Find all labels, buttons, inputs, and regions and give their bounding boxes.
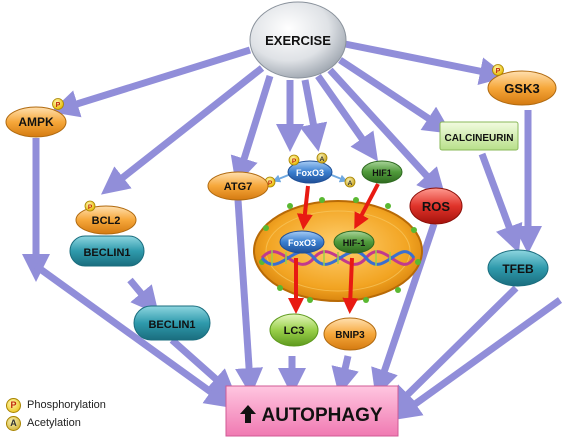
svg-text:P: P: [88, 204, 93, 211]
calcineurin-label: CALCINEURIN: [445, 133, 514, 144]
hif1-nuclear-node: HIF-1: [333, 230, 375, 254]
beclin1-label: BECLIN1: [83, 247, 130, 259]
phosphorylation-icon: P: [492, 64, 504, 76]
arrow-exercise-bcl2: [100, 65, 265, 195]
dna-helix: [260, 250, 416, 266]
svg-text:P: P: [268, 180, 273, 187]
svg-text:A: A: [348, 180, 353, 187]
legend-label-phosphorylation: Phosphorylation: [27, 399, 106, 411]
bnip3-node: BNIP3: [323, 317, 377, 351]
arrow-exercise-ros: [327, 67, 446, 197]
phosphorylation-icon: P: [52, 98, 64, 110]
gsk3-label: GSK3: [504, 81, 539, 96]
arrow-bnip3-autophagy: [331, 355, 359, 396]
phosphorylation-icon: P: [288, 154, 300, 166]
acetylation-icon: A: [316, 152, 328, 164]
arrow-ampk-autophagy-2: [33, 263, 234, 409]
beclin1-free-label: BECLIN1: [148, 319, 195, 331]
svg-text:P: P: [292, 158, 297, 165]
autophagy-node: AUTOPHAGY: [225, 385, 399, 437]
exercise-label: EXERCISE: [265, 33, 331, 48]
bnip3-label: BNIP3: [335, 330, 365, 341]
hif1-cytoplasm-node: HIF1: [361, 160, 403, 184]
atg7-node: ATG7: [207, 171, 269, 201]
arrow-exercise-hif1: [315, 73, 379, 162]
acetylation-icon: A: [6, 415, 21, 431]
lc3-label: LC3: [284, 325, 305, 337]
phosphorylation-icon: P: [84, 200, 96, 212]
hif1-label: HIF1: [372, 168, 392, 178]
arrow-beclin1-autophagy: [169, 337, 237, 398]
pathway-arrows: [22, 40, 563, 421]
arrow-right-autophagy: [392, 297, 563, 421]
svg-text:P: P: [496, 68, 501, 75]
nucleus: [253, 197, 423, 303]
tfeb-label: TFEB: [502, 262, 534, 276]
arrow-exercise-atg7: [230, 74, 274, 186]
foxo3-nuclear-node: FoxO3: [279, 230, 325, 254]
bcl2-label: BCL2: [92, 215, 121, 227]
exercise-node: EXERCISE: [249, 1, 347, 79]
legend: P Phosphorylation A Acetylation: [6, 396, 106, 432]
arrow-atg7-autophagy: [234, 199, 264, 396]
svg-text:A: A: [320, 156, 325, 163]
nuclear-pores: [259, 197, 421, 303]
up-arrow-icon: [240, 405, 256, 423]
gsk3-node: GSK3: [487, 70, 557, 106]
legend-item-phosphorylation: P Phosphorylation: [6, 396, 106, 414]
arrow-hif1-bnip3: [342, 257, 359, 314]
ros-node: ROS: [409, 187, 463, 225]
legend-label-acetylation: Acetylation: [27, 417, 81, 429]
autophagy-label: AUTOPHAGY: [261, 405, 382, 426]
arrow-tfeb-autophagy: [388, 285, 519, 414]
arrow-exercise-foxo3b: [299, 79, 328, 152]
hif1-nuclear-label: HIF-1: [343, 238, 366, 248]
atg7-label: ATG7: [224, 181, 253, 193]
bcl2-node: BCL2: [75, 205, 137, 235]
arrow-foxo3-nucleus: [296, 185, 313, 230]
arrow-beclin1-beclin1: [127, 277, 159, 315]
tfeb-node: TFEB: [487, 249, 549, 287]
ampk-node: AMPK: [5, 106, 67, 138]
arrow-hif1-nucleus: [354, 183, 380, 230]
arrow-exercise-gsk3: [344, 40, 508, 85]
phosphorylation-icon: P: [6, 397, 21, 413]
arrow-exercise-ampk: [50, 46, 252, 118]
ampk-label: AMPK: [18, 115, 54, 129]
arrow-ros-autophagy: [371, 222, 438, 398]
calcineurin-node: CALCINEURIN: [439, 121, 519, 151]
legend-item-acetylation: A Acetylation: [6, 414, 106, 432]
ros-label: ROS: [422, 199, 451, 214]
arrow-exercise-calcineurin: [338, 57, 452, 134]
svg-text:P: P: [56, 102, 61, 109]
acetylation-icon: A: [344, 176, 356, 188]
arrow-calcineurin-tfeb: [478, 152, 523, 254]
lc3-node: LC3: [269, 313, 319, 347]
foxo3-nuclear-label: FoxO3: [288, 238, 316, 248]
beclin1-complex-node: BECLIN1: [69, 235, 145, 267]
foxo3-cytoplasm-node: FoxO3: [287, 160, 333, 184]
transcription-arrows: [288, 183, 380, 314]
foxo3-label: FoxO3: [296, 168, 324, 178]
beclin1-free-node: BECLIN1: [133, 305, 211, 341]
